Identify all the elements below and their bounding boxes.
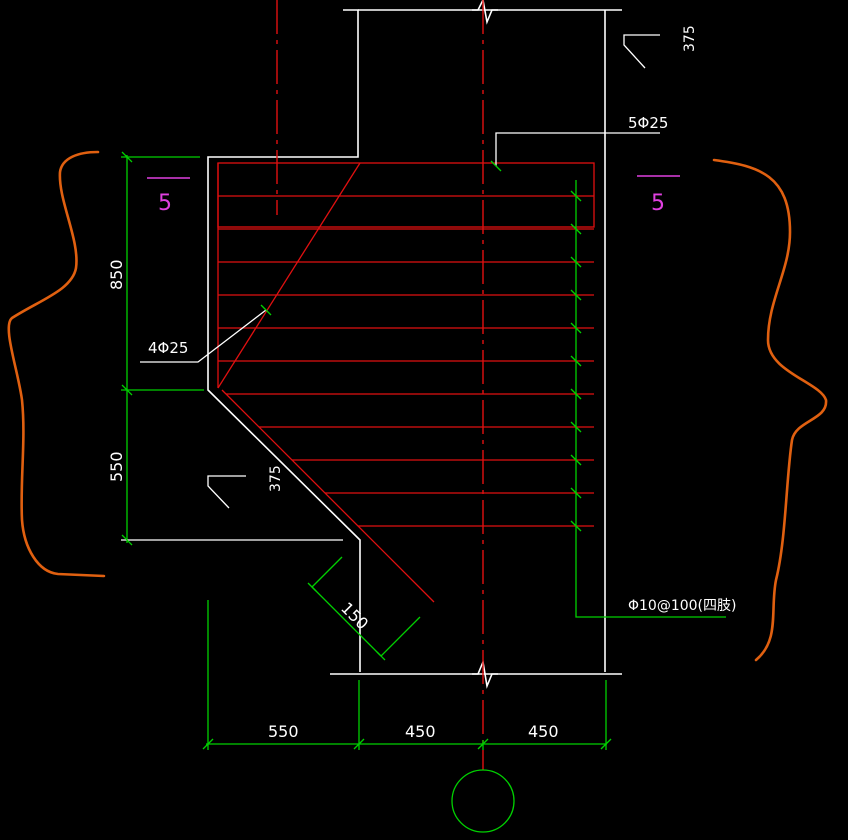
dim-slope-ext-a bbox=[311, 556, 343, 588]
sloped-rebar-4phi25 bbox=[217, 162, 361, 389]
tick-d bbox=[600, 738, 612, 750]
brace-right bbox=[712, 158, 828, 662]
leaders bbox=[140, 34, 660, 509]
top-rebar-cage bbox=[217, 162, 595, 228]
stirrup-tick bbox=[570, 289, 582, 301]
annotation-braces bbox=[7, 150, 828, 662]
dim-text-450-right: 450 bbox=[528, 722, 559, 741]
stirrup-tick bbox=[570, 388, 582, 400]
dim-slope-ext-b bbox=[380, 616, 421, 657]
axis-bubble bbox=[451, 769, 515, 833]
stirrup-tick bbox=[570, 256, 582, 268]
concrete-outline bbox=[207, 0, 622, 689]
stirrup-tick bbox=[570, 322, 582, 334]
stirrup-tick bbox=[570, 487, 582, 499]
stirrup-tick bbox=[570, 520, 582, 532]
label-5phi25: 5Φ25 bbox=[628, 114, 668, 132]
stirrup-tick bbox=[570, 355, 582, 367]
dim-text-375-slope: 375 bbox=[268, 465, 284, 492]
leader-ticks bbox=[260, 160, 502, 316]
section-mark-right: 5 bbox=[637, 175, 680, 216]
horizontal-ties bbox=[218, 195, 594, 527]
hook-symbol-slope bbox=[207, 475, 246, 509]
center-lines bbox=[276, 0, 484, 770]
dim-text-550-vertical: 550 bbox=[107, 451, 126, 482]
tick-mid bbox=[121, 384, 133, 396]
stirrup-tick bbox=[570, 454, 582, 466]
leader-4phi25 bbox=[140, 309, 267, 363]
tick-b bbox=[353, 738, 365, 750]
stirrup-ticks bbox=[570, 190, 582, 532]
stirrup-tick bbox=[570, 223, 582, 235]
hook-symbol-top bbox=[623, 34, 660, 69]
break-mark-top bbox=[472, 0, 498, 25]
tick-leader-top bbox=[490, 160, 502, 172]
stirrup-tick bbox=[570, 190, 582, 202]
dim-text-850: 850 bbox=[107, 259, 126, 290]
tick-c bbox=[477, 738, 489, 750]
tick-top bbox=[121, 151, 133, 163]
sloped-outer-rebar bbox=[221, 389, 435, 603]
tick-slope-a bbox=[307, 582, 317, 592]
section-number-right: 5 bbox=[651, 191, 665, 216]
leader-5phi25 bbox=[495, 132, 660, 166]
tick-a bbox=[202, 738, 214, 750]
section-mark-left: 5 bbox=[147, 177, 190, 216]
tick-leader-slope bbox=[260, 304, 272, 316]
label-stirrup: Φ10@100(四肢) bbox=[628, 598, 736, 614]
dim-text-375-top: 375 bbox=[682, 25, 698, 52]
rebar-group bbox=[217, 162, 595, 603]
dim-slope-150 bbox=[311, 586, 382, 657]
dim-text-150: 150 bbox=[337, 598, 372, 633]
tick-slope-b bbox=[376, 651, 386, 661]
break-mark-bottom bbox=[472, 659, 498, 689]
section-number-left: 5 bbox=[158, 191, 172, 216]
dimension-lines bbox=[121, 151, 726, 833]
stirrup-line bbox=[575, 180, 726, 618]
upper-column-left-edge bbox=[207, 9, 361, 672]
brace-left bbox=[7, 150, 106, 578]
dim-text-550-bottom: 550 bbox=[268, 722, 299, 741]
tick-bottom bbox=[121, 534, 133, 546]
stirrup-tick bbox=[570, 421, 582, 433]
label-4phi25: 4Φ25 bbox=[148, 339, 188, 357]
dim-text-450-mid: 450 bbox=[405, 722, 436, 741]
